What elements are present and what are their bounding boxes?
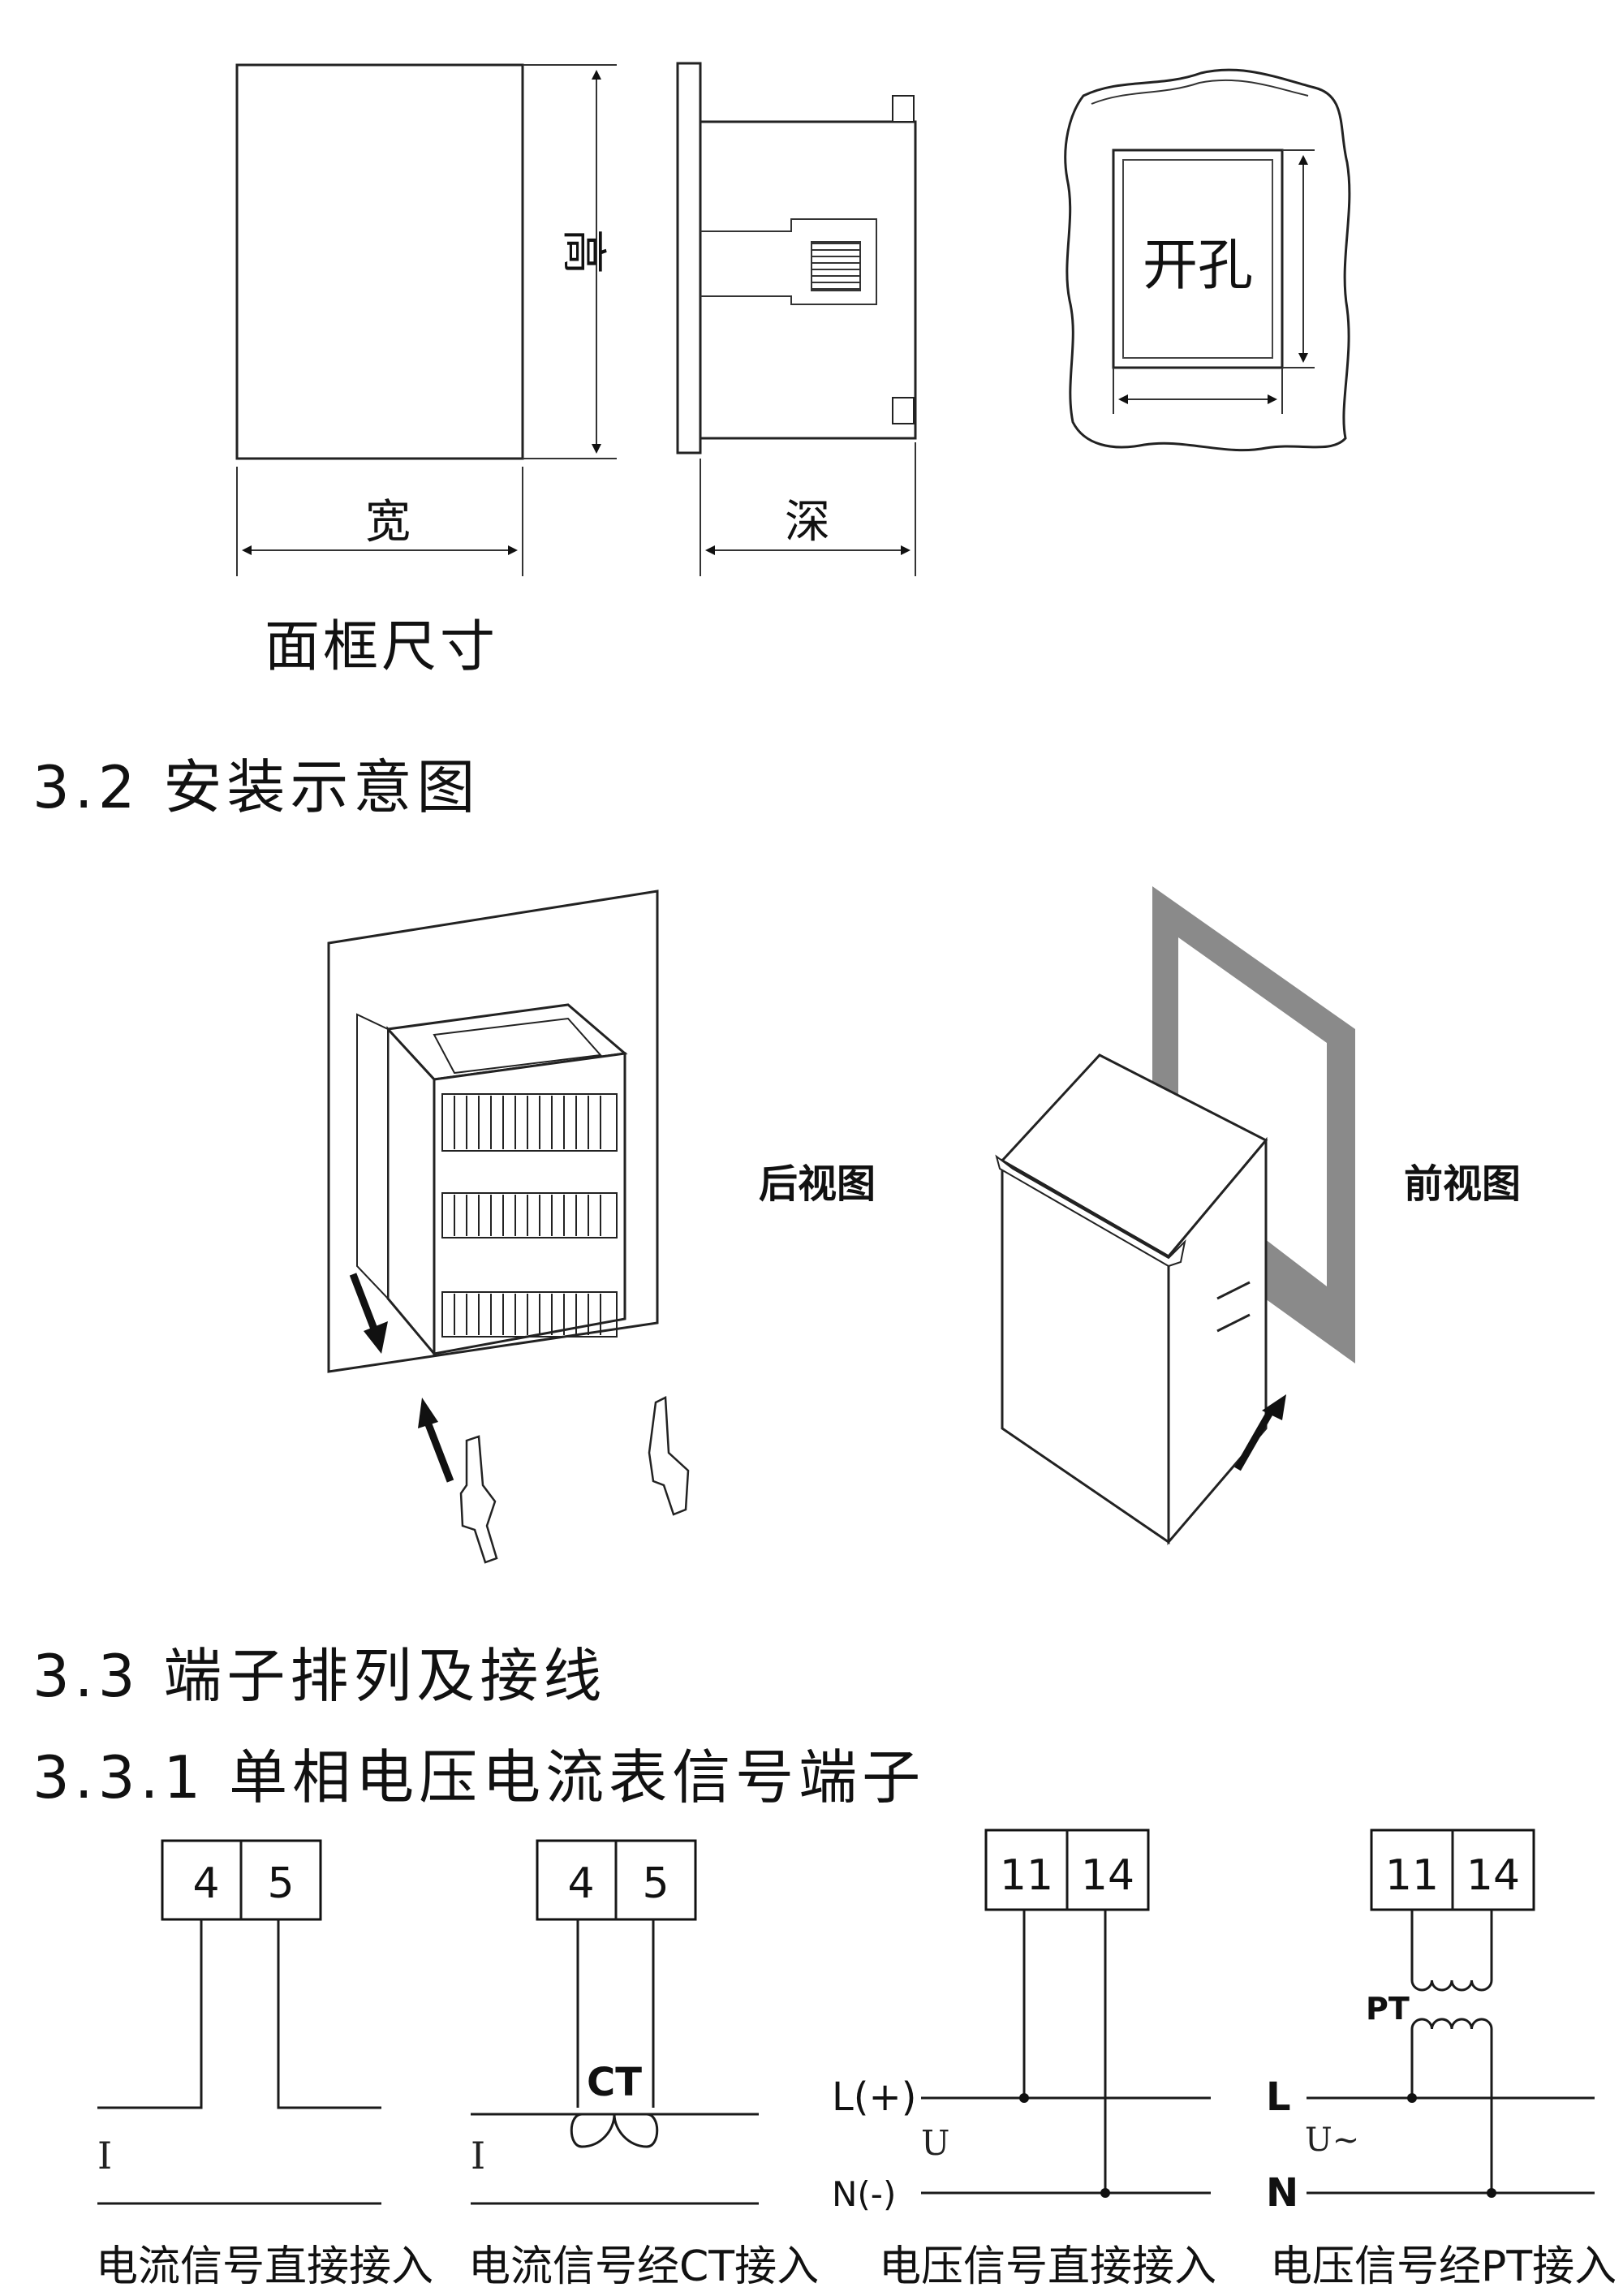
front-view-illustration — [995, 886, 1355, 1546]
wiring-voltage-direct: 11 14 L(+) N(-) U 电压信号直接接入 — [832, 1829, 1216, 2291]
rear-view-label: 后视图 — [759, 1161, 876, 1207]
cutout-label: 开孔 — [1143, 234, 1253, 298]
height-label: 高 — [557, 229, 609, 274]
terminal-11: 11 — [1000, 1851, 1053, 1900]
section-3-3-heading: 3.3 端子排列及接线 — [32, 1642, 606, 1710]
pt-label: PT — [1366, 1991, 1410, 2027]
junction-dot — [1019, 2093, 1029, 2103]
caption-voltage-pt: 电压信号经PT接入 — [1270, 2242, 1617, 2291]
pt-primary-coil — [1410, 1979, 1493, 1992]
width-label: 宽 — [365, 496, 411, 549]
junction-dot — [1407, 2093, 1417, 2103]
current-signal-label: I — [471, 2134, 485, 2178]
depth-label: 深 — [785, 496, 830, 549]
caption-current-ct: 电流信号经CT接入 — [468, 2242, 819, 2291]
terminal-14: 14 — [1081, 1851, 1134, 1900]
terminal-4: 4 — [192, 1859, 219, 1908]
current-signal-label: I — [97, 2134, 112, 2178]
section-3-3-1-heading: 3.3.1 单相电压电流表信号端子 — [32, 1743, 925, 1811]
front-view-label: 前视图 — [1404, 1161, 1521, 1207]
voltage-signal-label: U~ — [1305, 2122, 1359, 2159]
neutral-label: N(-) — [832, 2174, 896, 2214]
caption-current-direct: 电流信号直接接入 — [96, 2242, 433, 2291]
terminal-11: 11 — [1385, 1851, 1439, 1900]
wiring-current-direct: 4 5 I 电流信号直接接入 — [96, 1839, 433, 2291]
junction-dot — [1487, 2188, 1496, 2198]
terminal-5: 5 — [642, 1859, 669, 1908]
panel-cutout-view: 开孔 — [1064, 68, 1351, 452]
panel-dimensions-diagram: 高 宽 深 — [235, 62, 1351, 679]
panel-side-view — [676, 62, 917, 454]
terminal-5: 5 — [267, 1859, 294, 1908]
panel-dimensions-caption: 面框尺寸 — [265, 615, 498, 679]
panel-front-face — [235, 63, 524, 460]
terminal-4: 4 — [567, 1859, 594, 1908]
terminal-14: 14 — [1466, 1851, 1520, 1900]
neutral-label: N — [1266, 2170, 1298, 2216]
junction-dot — [1100, 2188, 1110, 2198]
rear-view-illustration — [327, 890, 690, 1564]
wiring-voltage-pt: 11 14 PT L N U~ 电压信号经PT接入 — [1266, 1829, 1617, 2291]
line-label: L(+) — [832, 2074, 916, 2120]
ct-coil — [570, 2113, 616, 2148]
wiring-current-ct: 4 5 CT I 电流信号经CT接入 — [468, 1839, 819, 2291]
line-label: L — [1266, 2074, 1291, 2120]
voltage-signal-label: U — [921, 2123, 949, 2163]
caption-voltage-direct: 电压信号直接接入 — [879, 2242, 1216, 2291]
section-3-2-heading: 3.2 安装示意图 — [32, 753, 480, 821]
ct-label: CT — [587, 2060, 642, 2105]
pt-secondary-coil — [1410, 2018, 1493, 2030]
